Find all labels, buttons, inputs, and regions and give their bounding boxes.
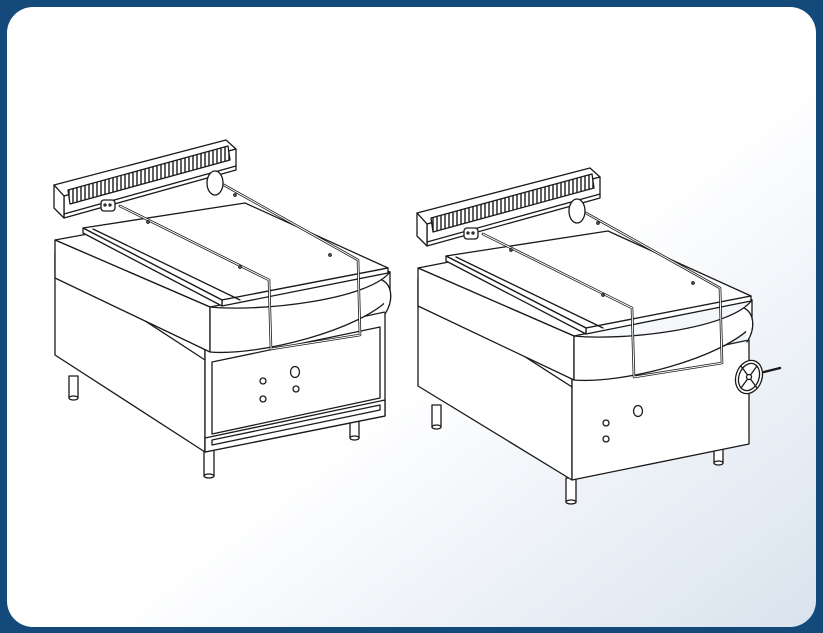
handwheel-icon <box>734 359 782 395</box>
bratt-pan-left <box>53 139 392 479</box>
control-knob <box>289 365 301 379</box>
vent-grille <box>430 173 595 233</box>
control-knob <box>602 435 610 443</box>
leg <box>431 404 442 430</box>
leg <box>713 442 724 466</box>
control-knob <box>292 385 300 393</box>
leg <box>203 449 215 479</box>
vent-grille <box>67 145 231 205</box>
rail-pivot <box>206 170 224 196</box>
bratt-pan-right <box>416 167 782 505</box>
leg <box>68 375 79 401</box>
control-panel <box>211 326 381 435</box>
rail-pivot <box>568 198 586 224</box>
control-knob <box>602 419 610 427</box>
lid-hinge <box>463 227 479 240</box>
control-knob <box>632 404 644 418</box>
leg <box>565 477 577 505</box>
lid-hinge <box>100 199 116 212</box>
leg <box>349 415 360 441</box>
control-knob <box>259 395 267 403</box>
control-knob <box>259 377 267 385</box>
